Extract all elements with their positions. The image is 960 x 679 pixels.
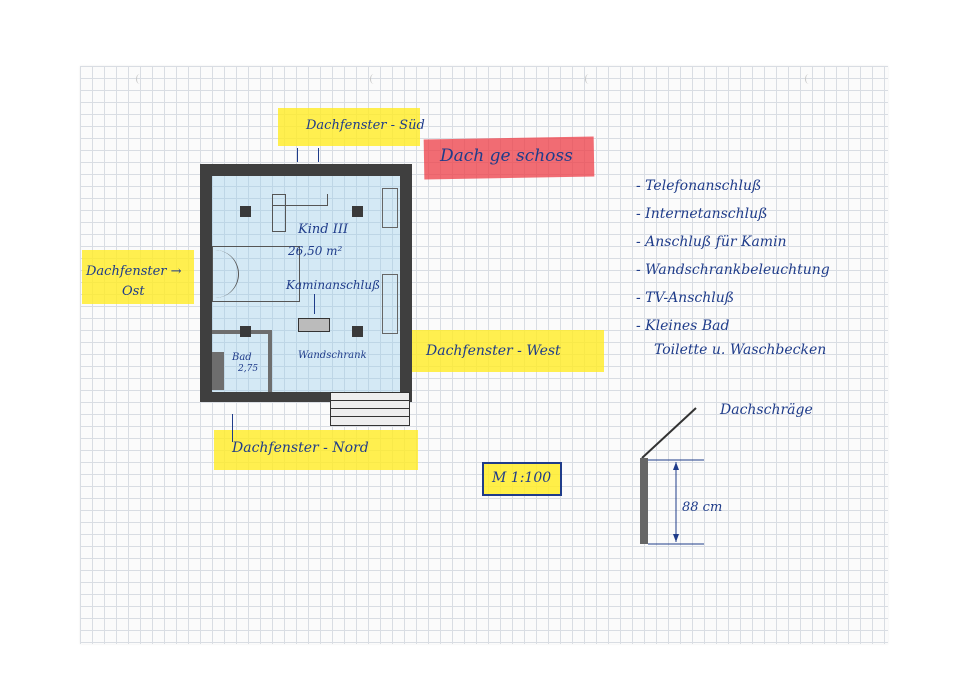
knee-wall: [640, 458, 648, 544]
wall-west: [400, 164, 412, 402]
arrow-down-icon: [673, 534, 679, 542]
east-window-label-2: Ost: [122, 284, 145, 299]
roof-slope-label: Dachschräge: [720, 402, 813, 418]
roof-line: [641, 407, 697, 459]
toilet: [212, 352, 224, 390]
column: [240, 326, 251, 337]
room-name: Kind III: [298, 222, 349, 237]
list-item: - Anschluß für Kamin: [636, 234, 787, 250]
punch-hole: [585, 74, 592, 84]
list-item: - Kleines Bad: [636, 318, 730, 334]
south-window-highlight: [278, 108, 420, 146]
floor-title: Dach ge schoss: [440, 146, 573, 166]
punch-hole: [805, 74, 812, 84]
staircase: [330, 392, 410, 426]
east-window-highlight: [82, 250, 194, 304]
punch-hole: [136, 74, 143, 84]
list-item: - TV-Anschluß: [636, 290, 735, 306]
scale-box: [482, 462, 562, 496]
list-item: - Telefonanschluß: [636, 178, 762, 194]
list-item: - Wandschrankbeleuchtung: [636, 262, 830, 278]
stair-step: [330, 416, 410, 417]
desk-return: [272, 194, 286, 232]
roof-slope-sketch: [640, 407, 704, 545]
bed-headboard: [212, 250, 239, 298]
column: [352, 206, 363, 217]
south-window-tick: [318, 148, 319, 162]
arrow-up-icon: [673, 462, 679, 470]
column: [240, 206, 251, 217]
wardrobe: [382, 274, 398, 334]
scale-label: M 1:100: [492, 470, 552, 486]
fireplace-label: Kaminanschluß: [286, 278, 381, 292]
cabinet: [382, 188, 398, 228]
east-window-label: Dachfenster →: [86, 264, 182, 279]
bath-label: Bad: [232, 352, 252, 363]
wall-north: [200, 392, 330, 402]
north-window-arrow: [232, 414, 233, 442]
roof-slope-height: 88 cm: [682, 500, 723, 515]
south-window-arrow: [297, 148, 298, 162]
north-window-label: Dachfenster - Nord: [232, 440, 369, 456]
list-item: Toilette u. Waschbecken: [654, 342, 827, 358]
bath-area: 2,75: [238, 364, 259, 374]
room-area: 26,50 m²: [288, 244, 343, 258]
west-window-label: Dachfenster - West: [426, 343, 561, 359]
wardrobe-label: Wandschrank: [298, 350, 367, 361]
column: [352, 326, 363, 337]
bath-wall-side: [268, 330, 272, 392]
list-item: - Internetanschluß: [636, 206, 768, 222]
fireplace-arrow: [314, 294, 315, 314]
wall-south: [200, 164, 412, 176]
south-window-label: Dachfenster - Süd: [306, 118, 425, 133]
wall-east: [200, 164, 212, 402]
punch-hole: [370, 74, 377, 84]
north-window-highlight: [214, 430, 418, 470]
fireplace-connection: [298, 318, 330, 332]
stair-step: [330, 408, 410, 409]
west-window-highlight: [412, 330, 604, 372]
stair-step: [330, 400, 410, 401]
